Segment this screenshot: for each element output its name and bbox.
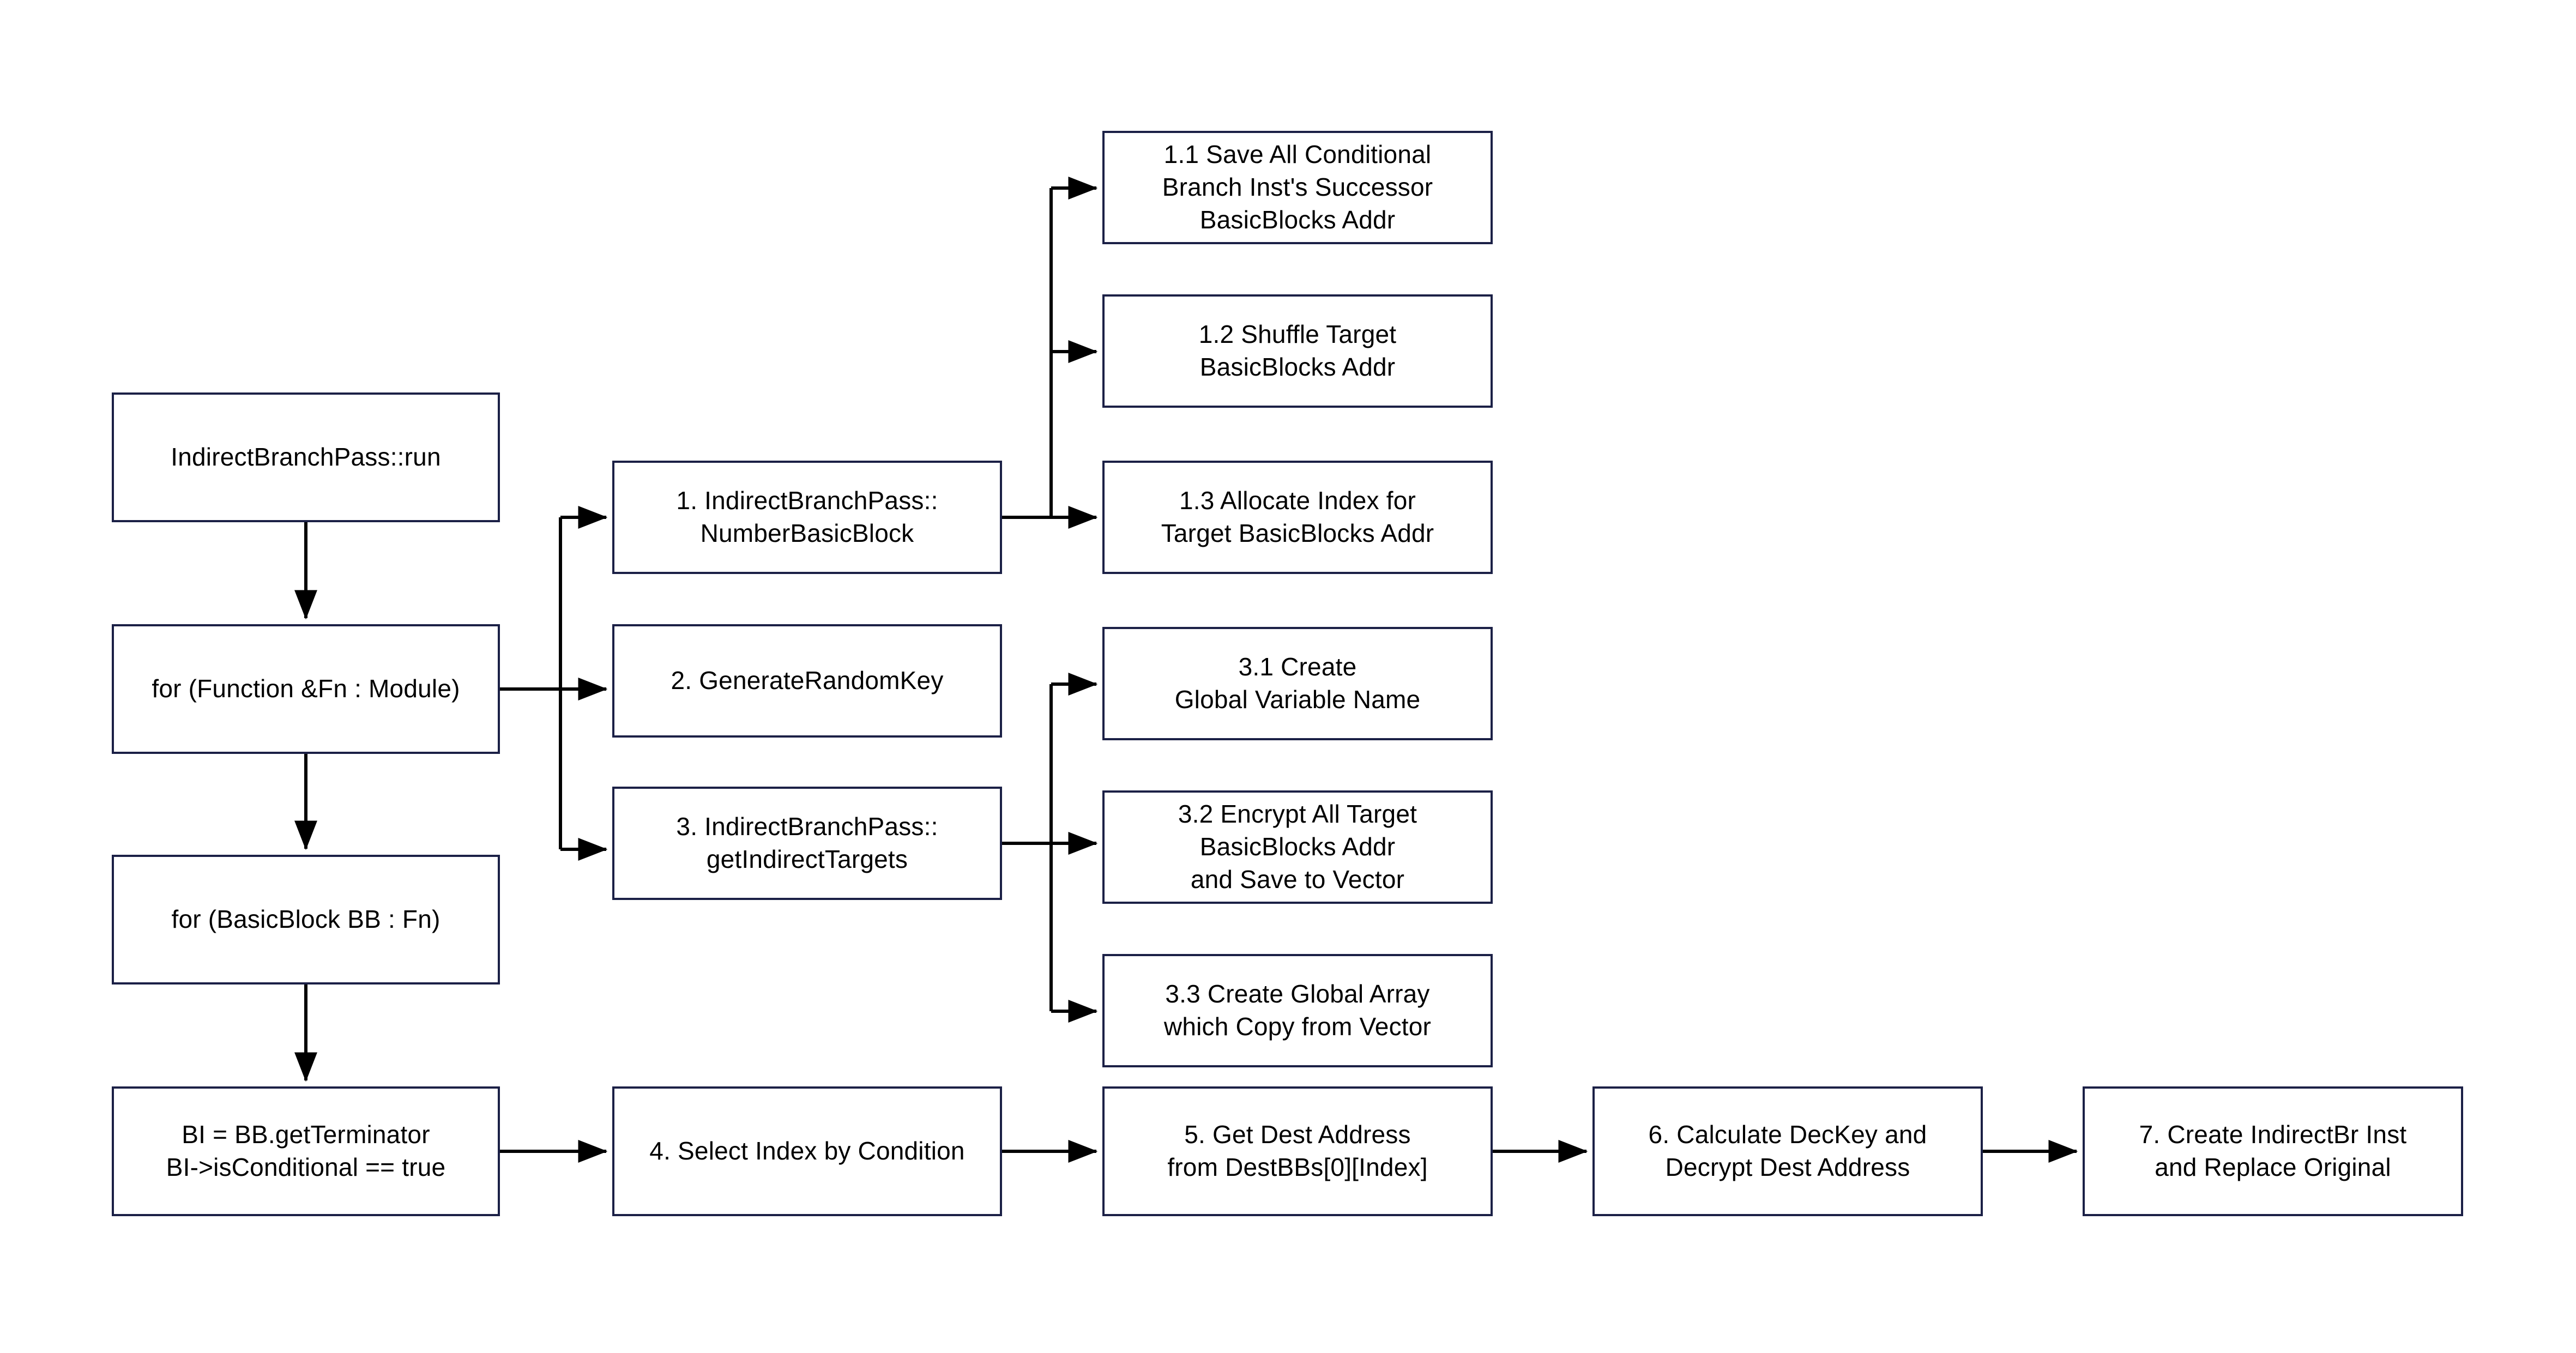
node-label: BI = BB.getTerminator BI->isConditional … xyxy=(166,1120,446,1181)
node-label: 4. Select Index by Condition xyxy=(649,1137,965,1165)
connector-for_fn-to-steps xyxy=(500,506,608,861)
node-step-1-numberbasicblock[interactable]: 1. IndirectBranchPass:: NumberBasicBlock xyxy=(612,461,1002,574)
node-step-6-calculate-deckey-decrypt[interactable]: 6. Calculate DecKey and Decrypt Dest Add… xyxy=(1592,1086,1983,1216)
node-step-3-2-encrypt-save-to-vector[interactable]: 3.2 Encrypt All Target BasicBlocks Addr … xyxy=(1102,790,1493,904)
node-label: 3.2 Encrypt All Target BasicBlocks Addr … xyxy=(1178,800,1417,893)
node-for-function-fn-module[interactable]: for (Function &Fn : Module) xyxy=(112,624,500,754)
node-step-7-create-indirectbr-inst[interactable]: 7. Create IndirectBr Inst and Replace Or… xyxy=(2083,1086,2463,1216)
node-label: 3. IndirectBranchPass:: getIndirectTarge… xyxy=(676,812,938,873)
connector-step3-to-substeps xyxy=(1002,673,1098,1023)
node-label: for (BasicBlock BB : Fn) xyxy=(171,905,441,934)
node-step-2-generaterandomkey[interactable]: 2. GenerateRandomKey xyxy=(612,624,1002,738)
node-step-1-1-save-successor-addr[interactable]: 1.1 Save All Conditional Branch Inst's S… xyxy=(1102,131,1493,244)
node-step-4-select-index-by-condition[interactable]: 4. Select Index by Condition xyxy=(612,1086,1002,1216)
node-label: 3.3 Create Global Array which Copy from … xyxy=(1163,980,1432,1041)
node-step-3-3-create-global-array[interactable]: 3.3 Create Global Array which Copy from … xyxy=(1102,954,1493,1067)
node-step-5-get-dest-address[interactable]: 5. Get Dest Address from DestBBs[0][Inde… xyxy=(1102,1086,1493,1216)
node-bi-getterminator-isconditional[interactable]: BI = BB.getTerminator BI->isConditional … xyxy=(112,1086,500,1216)
node-step-3-getindirecttargets[interactable]: 3. IndirectBranchPass:: getIndirectTarge… xyxy=(612,787,1002,900)
node-label: 1.2 Shuffle Target BasicBlocks Addr xyxy=(1198,320,1397,381)
connector-step1-to-substeps xyxy=(1002,177,1098,529)
node-label: for (Function &Fn : Module) xyxy=(152,674,460,703)
node-label: 1.3 Allocate Index for Target BasicBlock… xyxy=(1161,486,1434,547)
node-label: 1.1 Save All Conditional Branch Inst's S… xyxy=(1162,140,1433,234)
node-label: 3.1 Create Global Variable Name xyxy=(1174,653,1421,714)
node-label: 7. Create IndirectBr Inst and Replace Or… xyxy=(2139,1120,2407,1181)
node-step-3-1-create-global-variable-name[interactable]: 3.1 Create Global Variable Name xyxy=(1102,627,1493,740)
node-label: 2. GenerateRandomKey xyxy=(671,666,944,695)
node-step-1-3-allocate-index[interactable]: 1.3 Allocate Index for Target BasicBlock… xyxy=(1102,461,1493,574)
node-step-1-2-shuffle-target-addr[interactable]: 1.2 Shuffle Target BasicBlocks Addr xyxy=(1102,294,1493,408)
node-label: 6. Calculate DecKey and Decrypt Dest Add… xyxy=(1648,1120,1927,1181)
node-indirectbranchpass-run[interactable]: IndirectBranchPass::run xyxy=(112,392,500,522)
node-label: IndirectBranchPass::run xyxy=(171,443,441,472)
node-label: 5. Get Dest Address from DestBBs[0][Inde… xyxy=(1167,1120,1428,1181)
node-label: 1. IndirectBranchPass:: NumberBasicBlock xyxy=(676,486,938,547)
node-for-basicblock-bb-fn[interactable]: for (BasicBlock BB : Fn) xyxy=(112,855,500,984)
